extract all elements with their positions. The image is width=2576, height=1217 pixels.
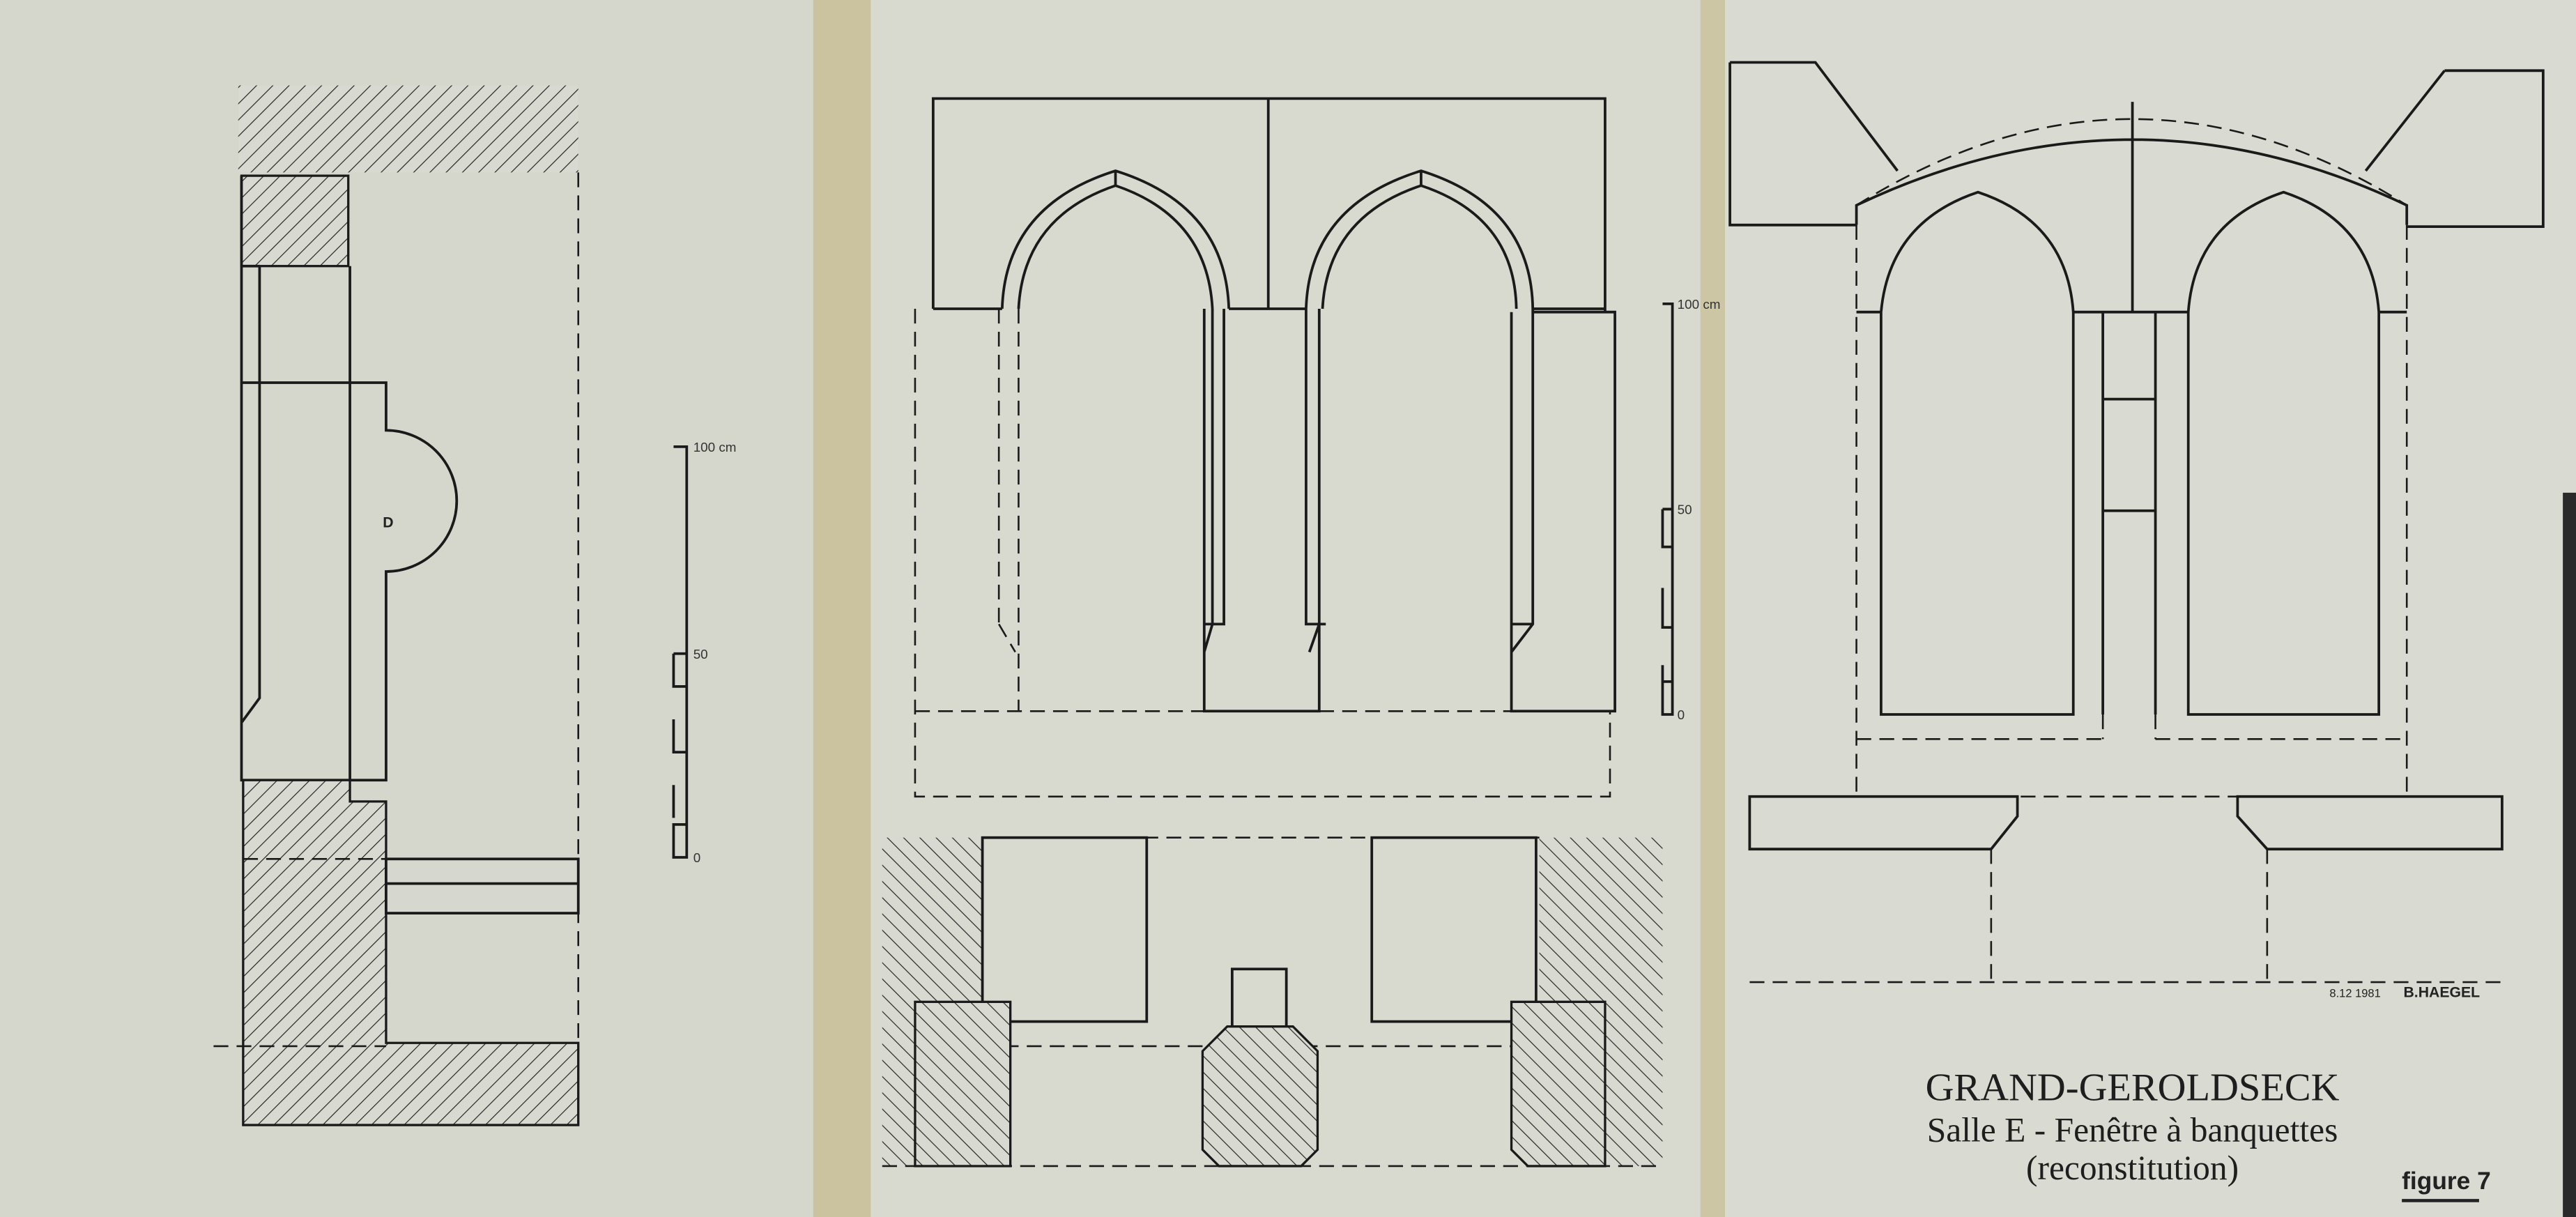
figure-label: figure 7 — [2402, 1168, 2491, 1195]
interior-elevation — [914, 97, 1616, 798]
scale-label-100: 100 cm — [1678, 297, 1721, 312]
page-right — [1725, 0, 2576, 1217]
drawing-subtitle: Salle E - Fenêtre à banquettes — [1927, 1111, 2338, 1149]
exterior-elevation — [1728, 61, 2545, 983]
drawing-date: 8.12 1981 — [2329, 987, 2380, 1000]
section-mark: D — [383, 514, 393, 530]
scale-label-50: 50 — [1678, 503, 1692, 517]
scale-label-0: 0 — [693, 850, 700, 865]
scale-bar-middle: 100 cm 50 0 — [1661, 297, 1721, 722]
gutter-left — [813, 0, 880, 1217]
section-view: D — [213, 85, 580, 1126]
page-left — [0, 0, 830, 1217]
scale-bar-left: 100 cm 50 0 — [672, 440, 737, 865]
drawing-title: GRAND-GEROLDSECK — [1926, 1066, 2340, 1110]
scale-label-0: 0 — [1678, 707, 1685, 722]
drawing-subtitle-2: (reconstitution) — [2026, 1149, 2239, 1187]
scale-label-100: 100 cm — [693, 440, 737, 454]
plan-view — [882, 836, 1663, 1168]
scale-label-50: 50 — [693, 647, 708, 661]
drawing-author: B.HAEGEL — [2404, 984, 2481, 1000]
page-edge — [2563, 492, 2576, 1217]
